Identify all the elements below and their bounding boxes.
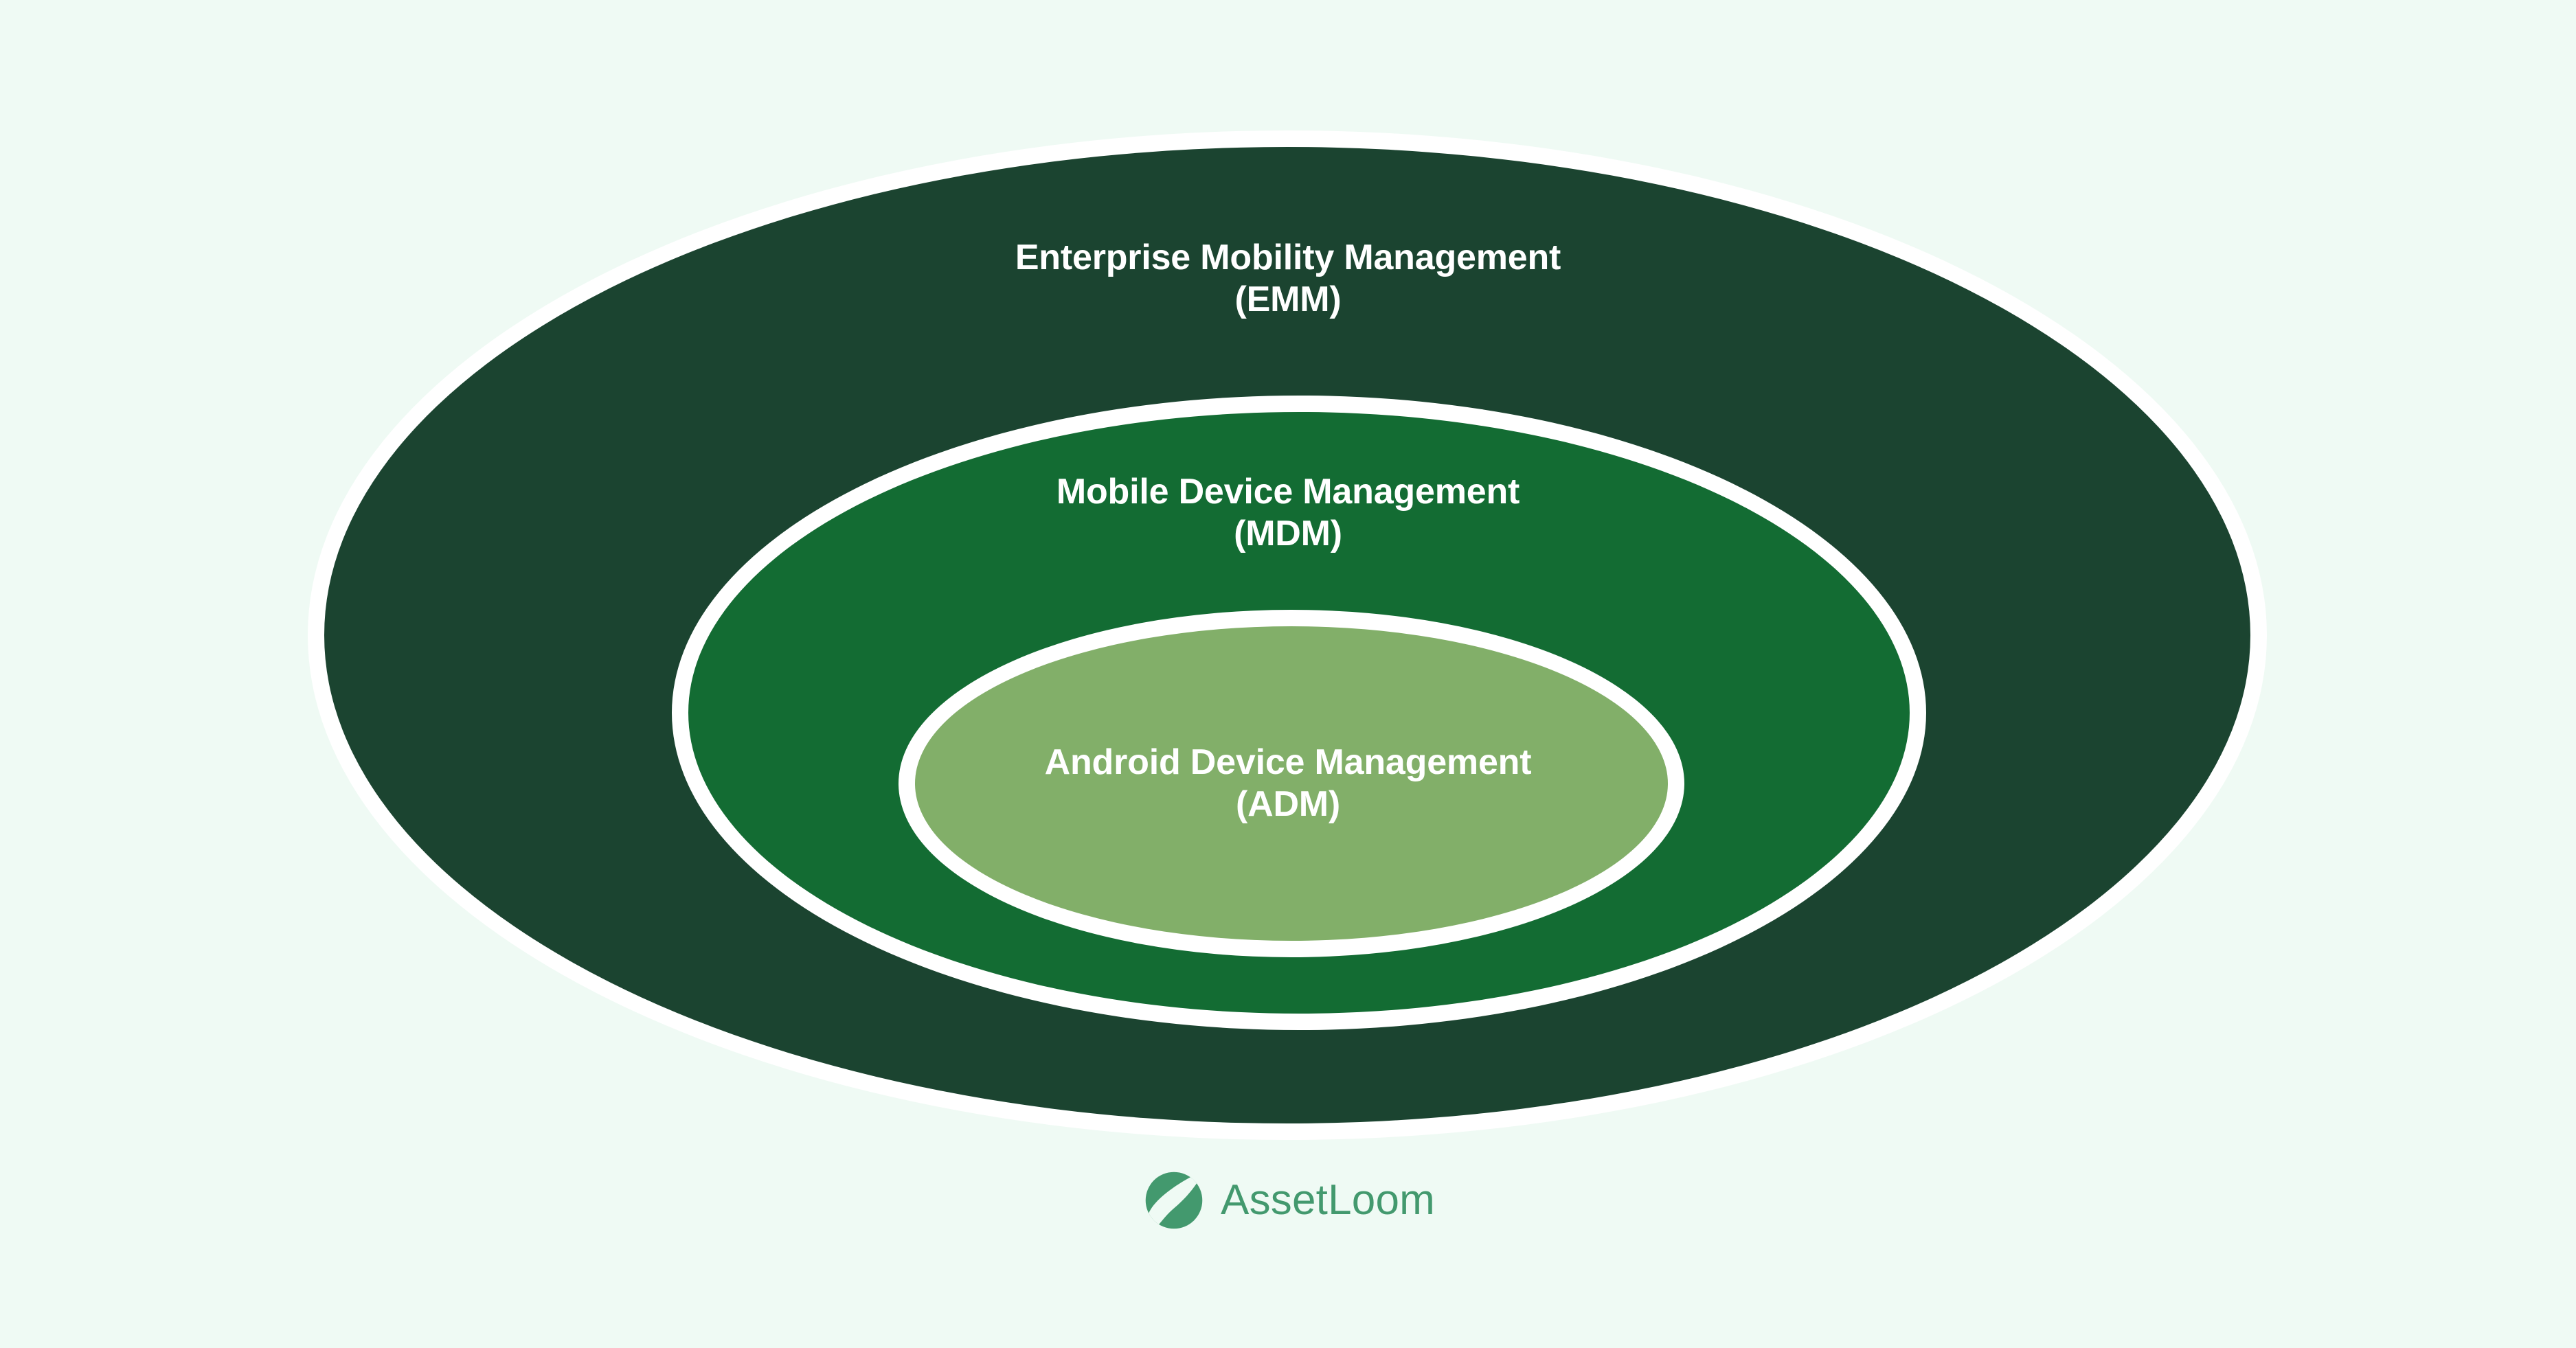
ellipse-label-mdm: Mobile Device Management (MDM) — [1056, 472, 1520, 554]
brand-name: AssetLoom — [1221, 1176, 1435, 1224]
ellipse-label-emm: Enterprise Mobility Management (EMM) — [1015, 238, 1561, 320]
brand-logo: AssetLoom — [0, 1167, 2576, 1233]
leaf-circle-icon — [1145, 1172, 1203, 1229]
ellipse-label-adm: Android Device Management (ADM) — [1044, 742, 1532, 825]
